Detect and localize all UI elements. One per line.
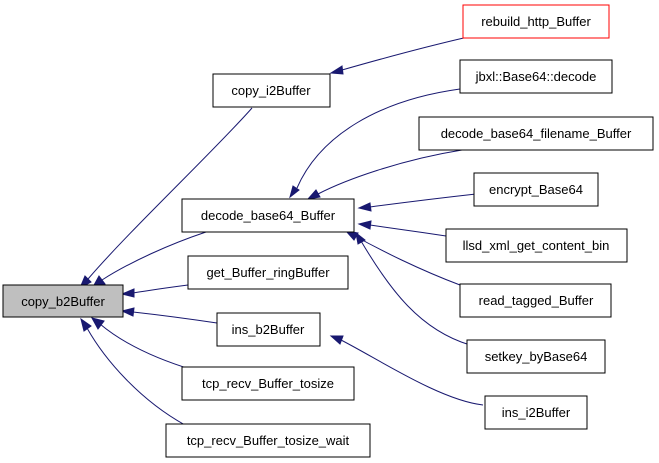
node-label: copy_i2Buffer bbox=[231, 83, 311, 98]
node-copy_i2Buffer[interactable]: copy_i2Buffer bbox=[212, 73, 331, 108]
node-label: tcp_recv_Buffer_tosize_wait bbox=[187, 433, 350, 448]
edge-ins_b2Buffer-to-copy_b2Buffer bbox=[120, 307, 218, 324]
node-label: rebuild_http_Buffer bbox=[481, 14, 591, 29]
node-box bbox=[181, 366, 355, 401]
edge-tcp_recv_Buffer_tosize_wait-to-copy_b2Buffer bbox=[80, 317, 186, 426]
node-box bbox=[484, 395, 588, 430]
node-rebuild_http_Buffer[interactable]: rebuild_http_Buffer bbox=[462, 4, 610, 39]
edge-jbxl_Base64_decode-to-decode_base64_Buffer bbox=[289, 88, 461, 199]
node-label: tcp_recv_Buffer_tosize bbox=[202, 376, 334, 391]
node-label: setkey_byBase64 bbox=[485, 349, 588, 364]
node-tcp_recv_Buffer_tosize[interactable]: tcp_recv_Buffer_tosize bbox=[181, 366, 355, 401]
node-ins_i2Buffer[interactable]: ins_i2Buffer bbox=[484, 395, 588, 430]
edge-tcp_recv_Buffer_tosize-to-copy_b2Buffer bbox=[91, 317, 194, 371]
edge-encrypt_Base64-to-decode_base64_Buffer bbox=[357, 193, 477, 212]
nodes: copy_b2Buffer copy_i2Buffer decode_base6… bbox=[2, 4, 654, 458]
node-label: decode_base64_filename_Buffer bbox=[441, 126, 632, 141]
node-label: jbxl::Base64::decode bbox=[475, 69, 597, 84]
node-read_tagged_Buffer[interactable]: read_tagged_Buffer bbox=[459, 283, 612, 318]
node-label: read_tagged_Buffer bbox=[479, 293, 594, 308]
node-decode_base64_Buffer[interactable]: decode_base64_Buffer bbox=[181, 198, 355, 233]
edge-decode_base64_filename_Buffer-to-decode_base64_Buffer bbox=[306, 149, 463, 200]
node-box bbox=[216, 312, 321, 347]
edge-ins_i2Buffer-to-ins_b2Buffer bbox=[329, 335, 484, 406]
edges bbox=[78, 36, 484, 426]
edge-setkey_byBase64-to-decode_base64_Buffer bbox=[355, 231, 471, 346]
node-label: copy_b2Buffer bbox=[21, 294, 105, 309]
edge-get_Buffer_ringBuffer-to-copy_b2Buffer bbox=[120, 284, 189, 298]
node-label: ins_i2Buffer bbox=[502, 405, 571, 420]
node-label: encrypt_Base64 bbox=[489, 182, 583, 197]
node-box bbox=[165, 423, 371, 458]
node-box bbox=[445, 228, 628, 263]
node-get_Buffer_ringBuffer[interactable]: get_Buffer_ringBuffer bbox=[187, 255, 349, 290]
node-label: decode_base64_Buffer bbox=[201, 208, 336, 223]
node-label: llsd_xml_get_content_bin bbox=[463, 238, 610, 253]
node-box bbox=[187, 255, 349, 290]
edge-rebuild_http_Buffer-to-copy_i2Buffer bbox=[329, 36, 469, 75]
node-decode_base64_filename_Buffer[interactable]: decode_base64_filename_Buffer bbox=[418, 116, 654, 151]
node-box bbox=[459, 283, 612, 318]
node-encrypt_Base64[interactable]: encrypt_Base64 bbox=[473, 172, 599, 207]
node-box bbox=[212, 73, 331, 108]
node-box bbox=[473, 172, 599, 207]
node-box bbox=[2, 284, 124, 318]
edge-llsd_xml_get_content_bin-to-decode_base64_Buffer bbox=[357, 220, 447, 237]
node-copy_b2Buffer[interactable]: copy_b2Buffer bbox=[2, 284, 124, 318]
node-box bbox=[459, 59, 613, 94]
node-box bbox=[462, 4, 610, 39]
node-box bbox=[418, 116, 654, 151]
node-tcp_recv_Buffer_tosize_wait[interactable]: tcp_recv_Buffer_tosize_wait bbox=[165, 423, 371, 458]
node-setkey_byBase64[interactable]: setkey_byBase64 bbox=[466, 339, 606, 374]
node-box bbox=[466, 339, 606, 374]
node-llsd_xml_get_content_bin[interactable]: llsd_xml_get_content_bin bbox=[445, 228, 628, 263]
node-ins_b2Buffer[interactable]: ins_b2Buffer bbox=[216, 312, 321, 347]
node-box bbox=[181, 198, 355, 233]
node-label: ins_b2Buffer bbox=[232, 322, 305, 337]
node-label: get_Buffer_ringBuffer bbox=[206, 265, 330, 280]
node-jbxl_Base64_decode[interactable]: jbxl::Base64::decode bbox=[459, 59, 613, 94]
